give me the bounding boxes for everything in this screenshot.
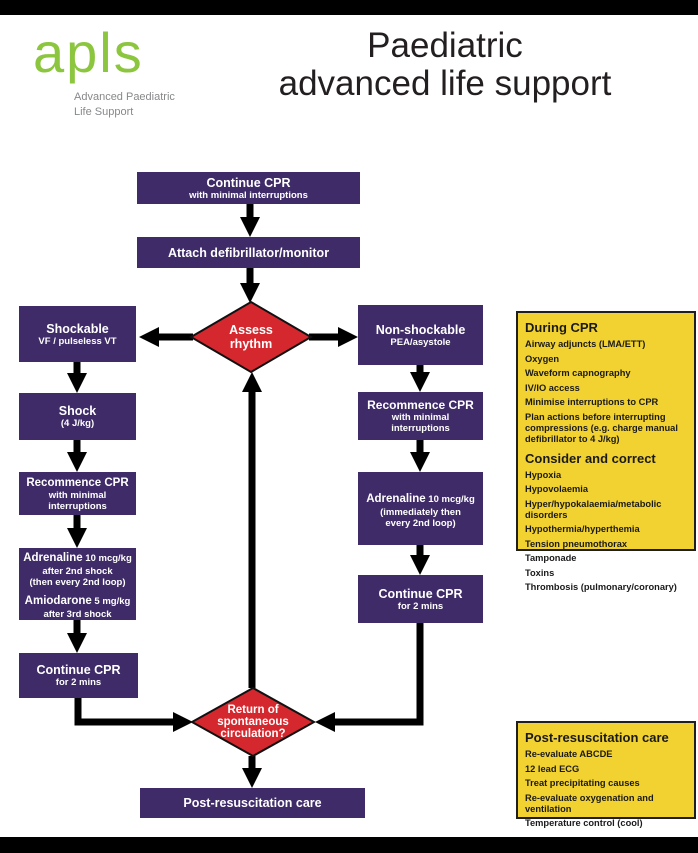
assess-rhythm-diamond bbox=[189, 300, 313, 374]
node-line: Continue CPR bbox=[206, 175, 291, 190]
node-line: Adrenaline 10 mcg/kg bbox=[23, 548, 132, 566]
node-line: after 3rd shock bbox=[43, 609, 112, 620]
node-line: Recommence CPR bbox=[26, 476, 129, 489]
node-line: Shock bbox=[58, 404, 97, 418]
post-resus-item: Treat precipitating causes bbox=[525, 778, 640, 788]
node-line: (then every 2nd loop) bbox=[29, 577, 126, 588]
post-resuscitation-panel: Post-resuscitation care Re-evaluate ABCD… bbox=[516, 721, 696, 828]
node-line: Attach defibrillator/monitor bbox=[167, 245, 330, 260]
post-resus-item: Re-evaluate ABCDE bbox=[525, 749, 613, 759]
consider-correct-item: Hypovolaemia bbox=[525, 484, 589, 494]
node-adrenaline-right: Adrenaline 10 mcg/kg (immediately then e… bbox=[358, 472, 483, 545]
consider-correct-item: Hyper/hypokalaemia/metabolic disorders bbox=[525, 498, 662, 520]
arrow-continueright-to-rosc bbox=[315, 623, 424, 732]
during-cpr-item: Plan actions before interrupting compres… bbox=[525, 411, 678, 444]
consider-correct-item: Tamponade bbox=[525, 553, 577, 563]
node-line: (4 J/kg) bbox=[60, 418, 95, 429]
page-title: Paediatric advanced life support bbox=[200, 27, 690, 103]
assess-line1: Assess bbox=[229, 323, 273, 337]
logo-subtext-line2: Life Support bbox=[74, 105, 134, 118]
drug-dose: 5 mg/kg bbox=[91, 596, 131, 607]
rosc-line1: Return of bbox=[227, 704, 279, 716]
drug-name: Amiodarone bbox=[24, 595, 92, 607]
node-line: interruptions bbox=[48, 500, 107, 512]
node-nonshockable: Non-shockable PEA/asystole bbox=[358, 305, 483, 365]
top-black-bar bbox=[0, 0, 698, 15]
during-cpr-heading: During CPR bbox=[525, 320, 598, 335]
consider-correct-item: Tension pneumothorax bbox=[525, 538, 628, 549]
node-line: PEA/asystole bbox=[390, 336, 451, 348]
node-shockable: Shockable VF / pulseless VT bbox=[19, 306, 136, 362]
node-continue-cpr-right: Continue CPR for 2 mins bbox=[358, 575, 483, 623]
node-line: Recommence CPR bbox=[367, 398, 474, 412]
page-title-line2: advanced life support bbox=[278, 64, 612, 103]
assess-line2: rhythm bbox=[229, 336, 273, 351]
consider-correct-item: Thrombosis (pulmonary/coronary) bbox=[525, 582, 677, 592]
node-line: Post-resuscitation care bbox=[183, 796, 322, 810]
node-line: VF / pulseless VT bbox=[38, 335, 117, 347]
during-cpr-item: Oxygen bbox=[525, 353, 560, 364]
consider-correct-item: Hypothermia/hyperthemia bbox=[525, 524, 640, 534]
node-adrenaline-amiodarone: Adrenaline 10 mcg/kg after 2nd shock (th… bbox=[19, 548, 136, 620]
during-cpr-item: Airway adjuncts (LMA/ETT) bbox=[525, 339, 646, 349]
consider-correct-heading: Consider and correct bbox=[525, 450, 656, 466]
node-continue-cpr-left: Continue CPR for 2 mins bbox=[19, 653, 138, 698]
during-cpr-item: IV/IO access bbox=[525, 382, 580, 393]
node-line: for 2 mins bbox=[397, 600, 444, 612]
post-resus-item: Re-evaluate oxygenation and ventilation bbox=[525, 792, 654, 814]
apls-logo: apls bbox=[33, 21, 144, 84]
drug-name: Adrenaline bbox=[366, 492, 426, 505]
during-cpr-panel: During CPR Airway adjuncts (LMA/ETT) Oxy… bbox=[516, 311, 696, 592]
post-resus-heading: Post-resuscitation care bbox=[525, 730, 669, 745]
node-line: with minimal bbox=[48, 489, 107, 501]
consider-correct-item: Toxins bbox=[525, 567, 555, 578]
node-continue-cpr-top: Continue CPR with minimal interruptions bbox=[137, 172, 360, 204]
node-line: (immediately then bbox=[380, 506, 461, 518]
logo-subtext-line1: Advanced Paediatric bbox=[74, 91, 175, 103]
node-recommence-cpr-left: Recommence CPR with minimal interruption… bbox=[19, 472, 136, 515]
rosc-line2: spontaneous bbox=[217, 716, 289, 728]
node-line: every 2nd loop) bbox=[385, 517, 456, 529]
node-line: Non-shockable bbox=[375, 322, 466, 337]
page-title-line1: Paediatric bbox=[367, 26, 523, 65]
node-shock: Shock (4 J/kg) bbox=[19, 393, 136, 440]
node-line: after 2nd shock bbox=[42, 566, 113, 577]
post-resus-item: Temperature control (cool) bbox=[525, 818, 643, 828]
consider-correct-item: Hypoxia bbox=[525, 469, 562, 480]
drug-dose: 10 mcg/kg bbox=[425, 493, 475, 505]
rosc-label: Return of spontaneous circulation? bbox=[193, 704, 313, 740]
rosc-diamond bbox=[189, 686, 317, 758]
node-line: for 2 mins bbox=[55, 677, 102, 688]
bottom-black-bar bbox=[0, 837, 698, 853]
node-line: Continue CPR bbox=[36, 663, 121, 677]
node-line: interruptions bbox=[391, 423, 450, 434]
node-line: Continue CPR bbox=[378, 586, 463, 601]
node-line: Amiodarone 5 mg/kg bbox=[25, 591, 131, 609]
drug-name: Adrenaline bbox=[23, 552, 83, 564]
during-cpr-item: Minimise interruptions to CPR bbox=[525, 397, 659, 407]
node-line: Shockable bbox=[46, 321, 109, 336]
post-resus-item: 12 lead ECG bbox=[525, 763, 580, 774]
node-recommence-cpr-right: Recommence CPR with minimal interruption… bbox=[358, 392, 483, 440]
during-cpr-item: Waveform capnography bbox=[525, 368, 631, 378]
node-post-resuscitation-care: Post-resuscitation care bbox=[140, 788, 365, 818]
node-line: Adrenaline 10 mcg/kg bbox=[366, 489, 475, 507]
assess-rhythm-label: Assess rhythm bbox=[191, 323, 311, 351]
rosc-line3: circulation? bbox=[220, 728, 286, 740]
apls-logo-subtext: Advanced Paediatric Life Support bbox=[74, 90, 175, 119]
node-attach-defibrillator: Attach defibrillator/monitor bbox=[137, 237, 360, 268]
arrow-continueleft-to-rosc bbox=[74, 698, 193, 732]
node-line: with minimal bbox=[391, 412, 450, 423]
node-line: with minimal interruptions bbox=[189, 189, 308, 201]
drug-dose: 10 mcg/kg bbox=[82, 553, 132, 564]
